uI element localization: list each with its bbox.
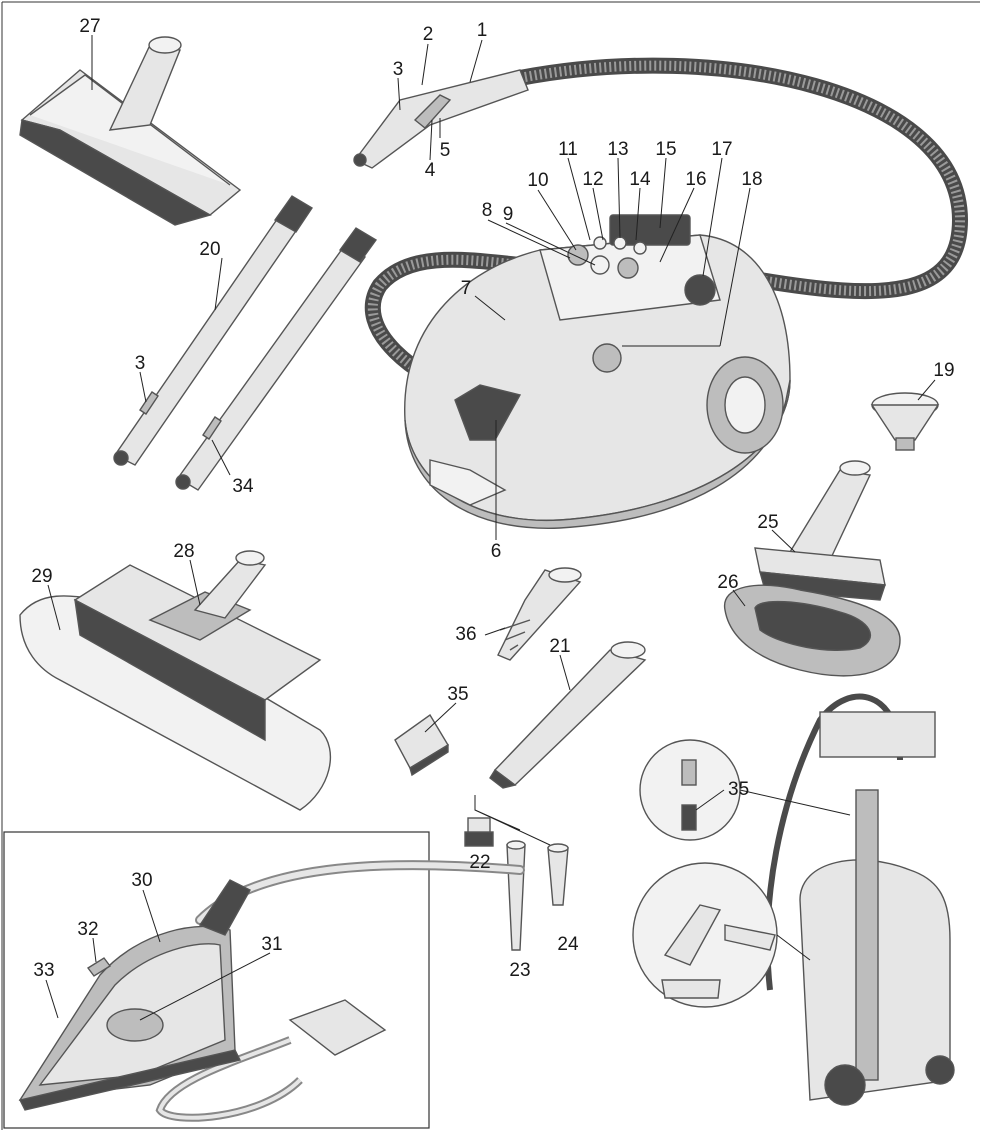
extension-tube-right bbox=[175, 227, 378, 491]
floor-brush bbox=[73, 550, 322, 742]
label-30: 30 bbox=[131, 870, 152, 891]
label-22: 22 bbox=[469, 852, 490, 873]
crevice-nozzle bbox=[489, 641, 647, 789]
funnel bbox=[870, 392, 940, 451]
label-24: 24 bbox=[557, 934, 579, 955]
label-28: 28 bbox=[173, 541, 194, 562]
label-23: 23 bbox=[509, 960, 530, 981]
label-29: 29 bbox=[31, 566, 52, 587]
label-19: 19 bbox=[933, 360, 954, 381]
label-18: 18 bbox=[741, 169, 762, 190]
label-3-tube: 3 bbox=[135, 353, 146, 374]
label-14: 14 bbox=[629, 169, 651, 190]
label-3-handle: 3 bbox=[393, 59, 404, 80]
iron-inset-frame bbox=[3, 831, 430, 1129]
label-17: 17 bbox=[711, 139, 732, 160]
label-35-inset: 35 bbox=[728, 779, 749, 800]
label-4: 4 bbox=[425, 160, 436, 181]
label-15: 15 bbox=[655, 139, 676, 160]
label-2: 2 bbox=[423, 24, 434, 45]
label-35: 35 bbox=[447, 684, 468, 705]
label-12: 12 bbox=[582, 169, 603, 190]
label-1: 1 bbox=[477, 20, 488, 41]
hand-brush bbox=[754, 460, 886, 601]
label-33: 33 bbox=[33, 960, 54, 981]
steam-iron bbox=[18, 860, 525, 1122]
label-36: 36 bbox=[455, 624, 476, 645]
label-26: 26 bbox=[717, 572, 738, 593]
label-32: 32 bbox=[77, 919, 98, 940]
label-16: 16 bbox=[685, 169, 706, 190]
callout-labels: 1 2 3 4 5 6 7 8 9 10 11 12 13 14 15 16 1… bbox=[31, 16, 954, 981]
label-21: 21 bbox=[549, 636, 570, 657]
label-8: 8 bbox=[482, 200, 493, 221]
label-31: 31 bbox=[261, 934, 282, 955]
steam-handle bbox=[353, 69, 529, 169]
label-5: 5 bbox=[440, 140, 451, 161]
label-25: 25 bbox=[757, 512, 778, 533]
storage-stand bbox=[632, 693, 955, 1106]
label-20: 20 bbox=[199, 239, 220, 260]
label-10: 10 bbox=[527, 170, 548, 191]
label-6: 6 bbox=[491, 541, 502, 562]
brush-holder bbox=[724, 584, 901, 677]
main-unit bbox=[404, 214, 791, 529]
extension-tube-left bbox=[113, 195, 313, 466]
label-13: 13 bbox=[607, 139, 628, 160]
label-27: 27 bbox=[79, 16, 100, 37]
label-11: 11 bbox=[558, 139, 578, 160]
label-9: 9 bbox=[503, 204, 514, 225]
label-7: 7 bbox=[461, 278, 472, 299]
leader-lines bbox=[45, 35, 936, 1021]
squeegee-nozzle bbox=[19, 36, 242, 226]
adapter-piece bbox=[394, 713, 449, 777]
floor-cloth bbox=[19, 595, 332, 811]
cone-nozzle bbox=[497, 567, 582, 661]
label-34: 34 bbox=[232, 476, 254, 497]
